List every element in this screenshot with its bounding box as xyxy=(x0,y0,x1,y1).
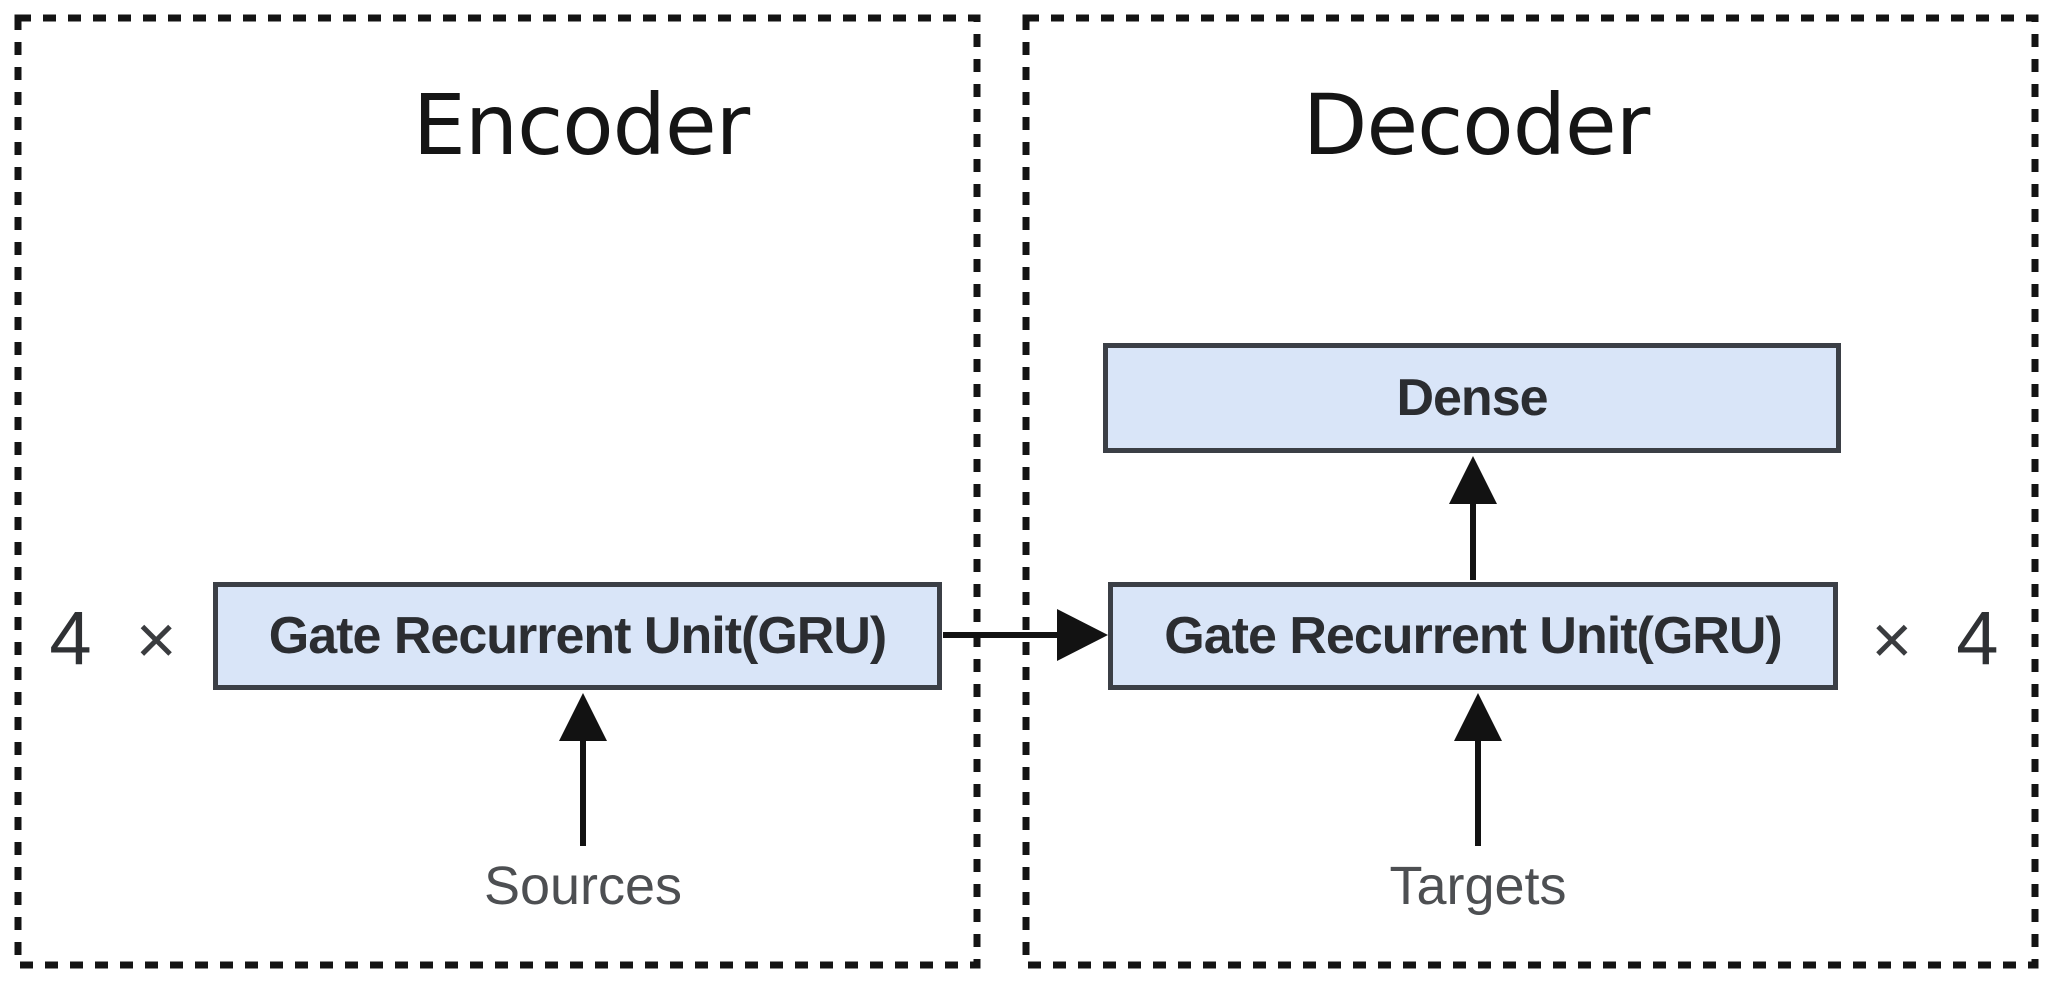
decoder-repeat-multiplier: × 4 xyxy=(1871,596,1998,683)
decoder-gru-node: Gate Recurrent Unit(GRU) xyxy=(1108,582,1838,690)
arrow-head-icon xyxy=(1057,609,1108,661)
decoder-gru-label: Gate Recurrent Unit(GRU) xyxy=(1164,607,1782,665)
decoder-dashed-border xyxy=(1022,14,2039,969)
dense-node: Dense xyxy=(1103,343,1841,453)
targets-input-arrow xyxy=(1454,693,1502,846)
dense-label: Dense xyxy=(1396,369,1548,427)
gru-to-dense-arrow xyxy=(1449,456,1497,580)
arrow-head-icon xyxy=(1454,693,1502,741)
sources-input-arrow xyxy=(559,693,607,846)
encoder-gru-node: Gate Recurrent Unit(GRU) xyxy=(213,582,942,690)
encoder-repeat-count: 4 xyxy=(49,596,92,682)
decoder-dashed-box xyxy=(1022,14,2039,969)
encoder-to-decoder-arrow xyxy=(943,609,1108,661)
encoder-repeat-multiplier: 4 × xyxy=(49,596,176,683)
times-symbol: × xyxy=(1871,600,1913,678)
encoder-dashed-box xyxy=(14,14,981,969)
arrow-head-icon xyxy=(559,693,607,741)
decoder-repeat-count: 4 xyxy=(1956,596,1999,682)
encoder-title: Encoder xyxy=(412,76,750,174)
arrow-head-icon xyxy=(1449,456,1497,504)
encoder-gru-label: Gate Recurrent Unit(GRU) xyxy=(268,607,887,665)
encoder-dashed-border xyxy=(14,14,981,969)
decoder-title: Decoder xyxy=(1302,76,1650,174)
targets-label: Targets xyxy=(1389,856,1567,916)
sources-label: Sources xyxy=(483,856,683,916)
times-symbol: × xyxy=(135,600,177,678)
